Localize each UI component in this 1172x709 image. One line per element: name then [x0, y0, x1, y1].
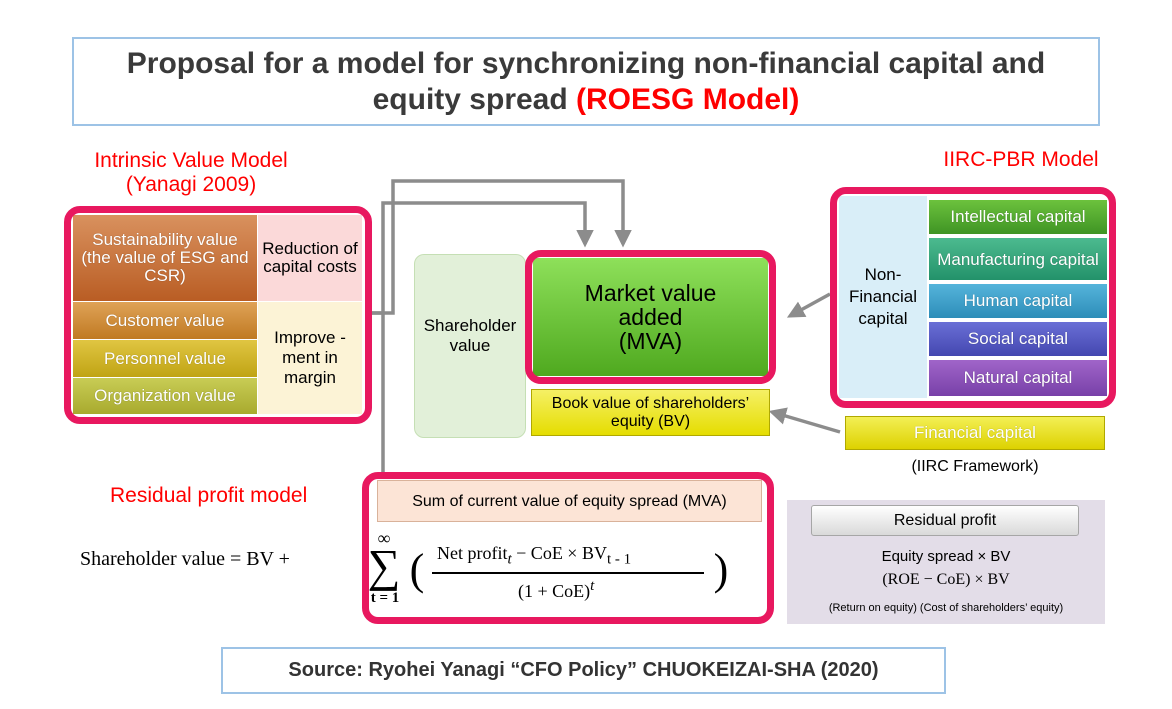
title-line-2: equity spread (ROESG Model)	[373, 82, 800, 118]
denominator-text: (1 + CoE)	[518, 581, 591, 601]
title-box: Proposal for a model for synchronizing n…	[72, 37, 1100, 126]
organization-value-cell: Organization value	[73, 378, 257, 414]
human-capital-cell: Human capital	[929, 284, 1107, 318]
sum-upper-limit: ∞	[377, 527, 391, 548]
numerator-subscript-t1: t - 1	[606, 551, 632, 568]
customer-value-cell: Customer value	[73, 302, 257, 339]
right-paren: )	[713, 544, 729, 594]
natural-capital-cell: Natural capital	[929, 360, 1107, 396]
title-line-1: Proposal for a model for synchronizing n…	[126, 46, 1046, 80]
roe-coe-explanation: (Return on equity) (Cost of shareholders…	[828, 602, 1064, 614]
reduction-capital-costs-cell: Reduction of capital costs	[258, 215, 362, 301]
non-financial-capital-cell: Non-Financial capital	[839, 196, 927, 398]
roe-coe-line: (ROE − CoE) × BV	[882, 571, 1010, 588]
intrinsic-model-frame	[64, 206, 372, 424]
title-line-2-text: equity spread	[372, 82, 577, 116]
improvement-margin-cell: Improve -ment in margin	[258, 302, 362, 414]
financial-capital-cell: Financial capital	[845, 416, 1105, 450]
mva-frame	[525, 250, 776, 384]
left-paren: (	[409, 544, 425, 594]
intrinsic-model-label: Intrinsic Value Model (Yanagi 2009)	[66, 148, 316, 198]
arrow-financial-to-bv	[768, 407, 841, 434]
arrow-intrinsic-to-mva-outer	[372, 179, 632, 315]
residual-profit-header: Residual profit	[811, 505, 1079, 536]
sustainability-value-cell: Sustainability value (the value of ESG a…	[73, 215, 257, 301]
iirc-pbr-label: IIRC-PBR Model	[943, 148, 1099, 171]
intellectual-capital-cell: Intellectual capital	[929, 200, 1107, 234]
numerator-minus: − CoE × BV	[511, 543, 607, 563]
sum-equity-spread-box: Sum of current value of equity spread (M…	[377, 480, 762, 522]
numerator-subscript-t: t	[507, 551, 512, 568]
mva-line-1: Market value	[584, 280, 717, 306]
shareholder-value-box: Shareholder value	[414, 254, 526, 438]
fraction-bar	[432, 572, 704, 574]
personnel-value-cell: Personnel value	[73, 340, 257, 377]
equity-spread-line: Equity spread × BV	[881, 548, 1011, 565]
sum-sign: ∑	[367, 539, 401, 591]
arrow-intrinsic-to-mva-inner	[372, 201, 594, 315]
intrinsic-label-line-2: (Yanagi 2009)	[125, 173, 257, 196]
iirc-pbr-frame	[830, 187, 1116, 408]
arrow-iirc-to-mva	[786, 292, 831, 318]
source-box: Source: Ryohei Yanagi “CFO Policy” CHUOK…	[221, 647, 946, 694]
numerator-text: Net profit	[437, 543, 508, 563]
formula-numerator: Net profitt − CoE × BVt - 1	[437, 543, 631, 569]
formula-left: Shareholder value = BV +	[80, 548, 290, 570]
iirc-framework-label: (IIRC Framework)	[911, 458, 1039, 475]
mva-line-2: added	[618, 304, 683, 330]
intrinsic-label-line-1: Intrinsic Value Model	[94, 149, 288, 172]
title-highlight: (ROESG Model)	[576, 82, 800, 116]
manufacturing-capital-cell: Manufacturing capital	[929, 238, 1107, 280]
mva-line-3: (MVA)	[618, 328, 683, 354]
residual-formula-frame	[362, 472, 774, 624]
mva-box: Market value added (MVA)	[533, 258, 768, 376]
denominator-superscript: t	[590, 578, 595, 594]
residual-profit-label: Residual profit model	[110, 484, 308, 507]
social-capital-cell: Social capital	[929, 322, 1107, 356]
sum-lower-limit: t = 1	[370, 589, 400, 606]
book-value-box: Book value of shareholders’ equity (BV)	[531, 389, 770, 436]
formula-denominator: (1 + CoE)t	[518, 578, 594, 602]
